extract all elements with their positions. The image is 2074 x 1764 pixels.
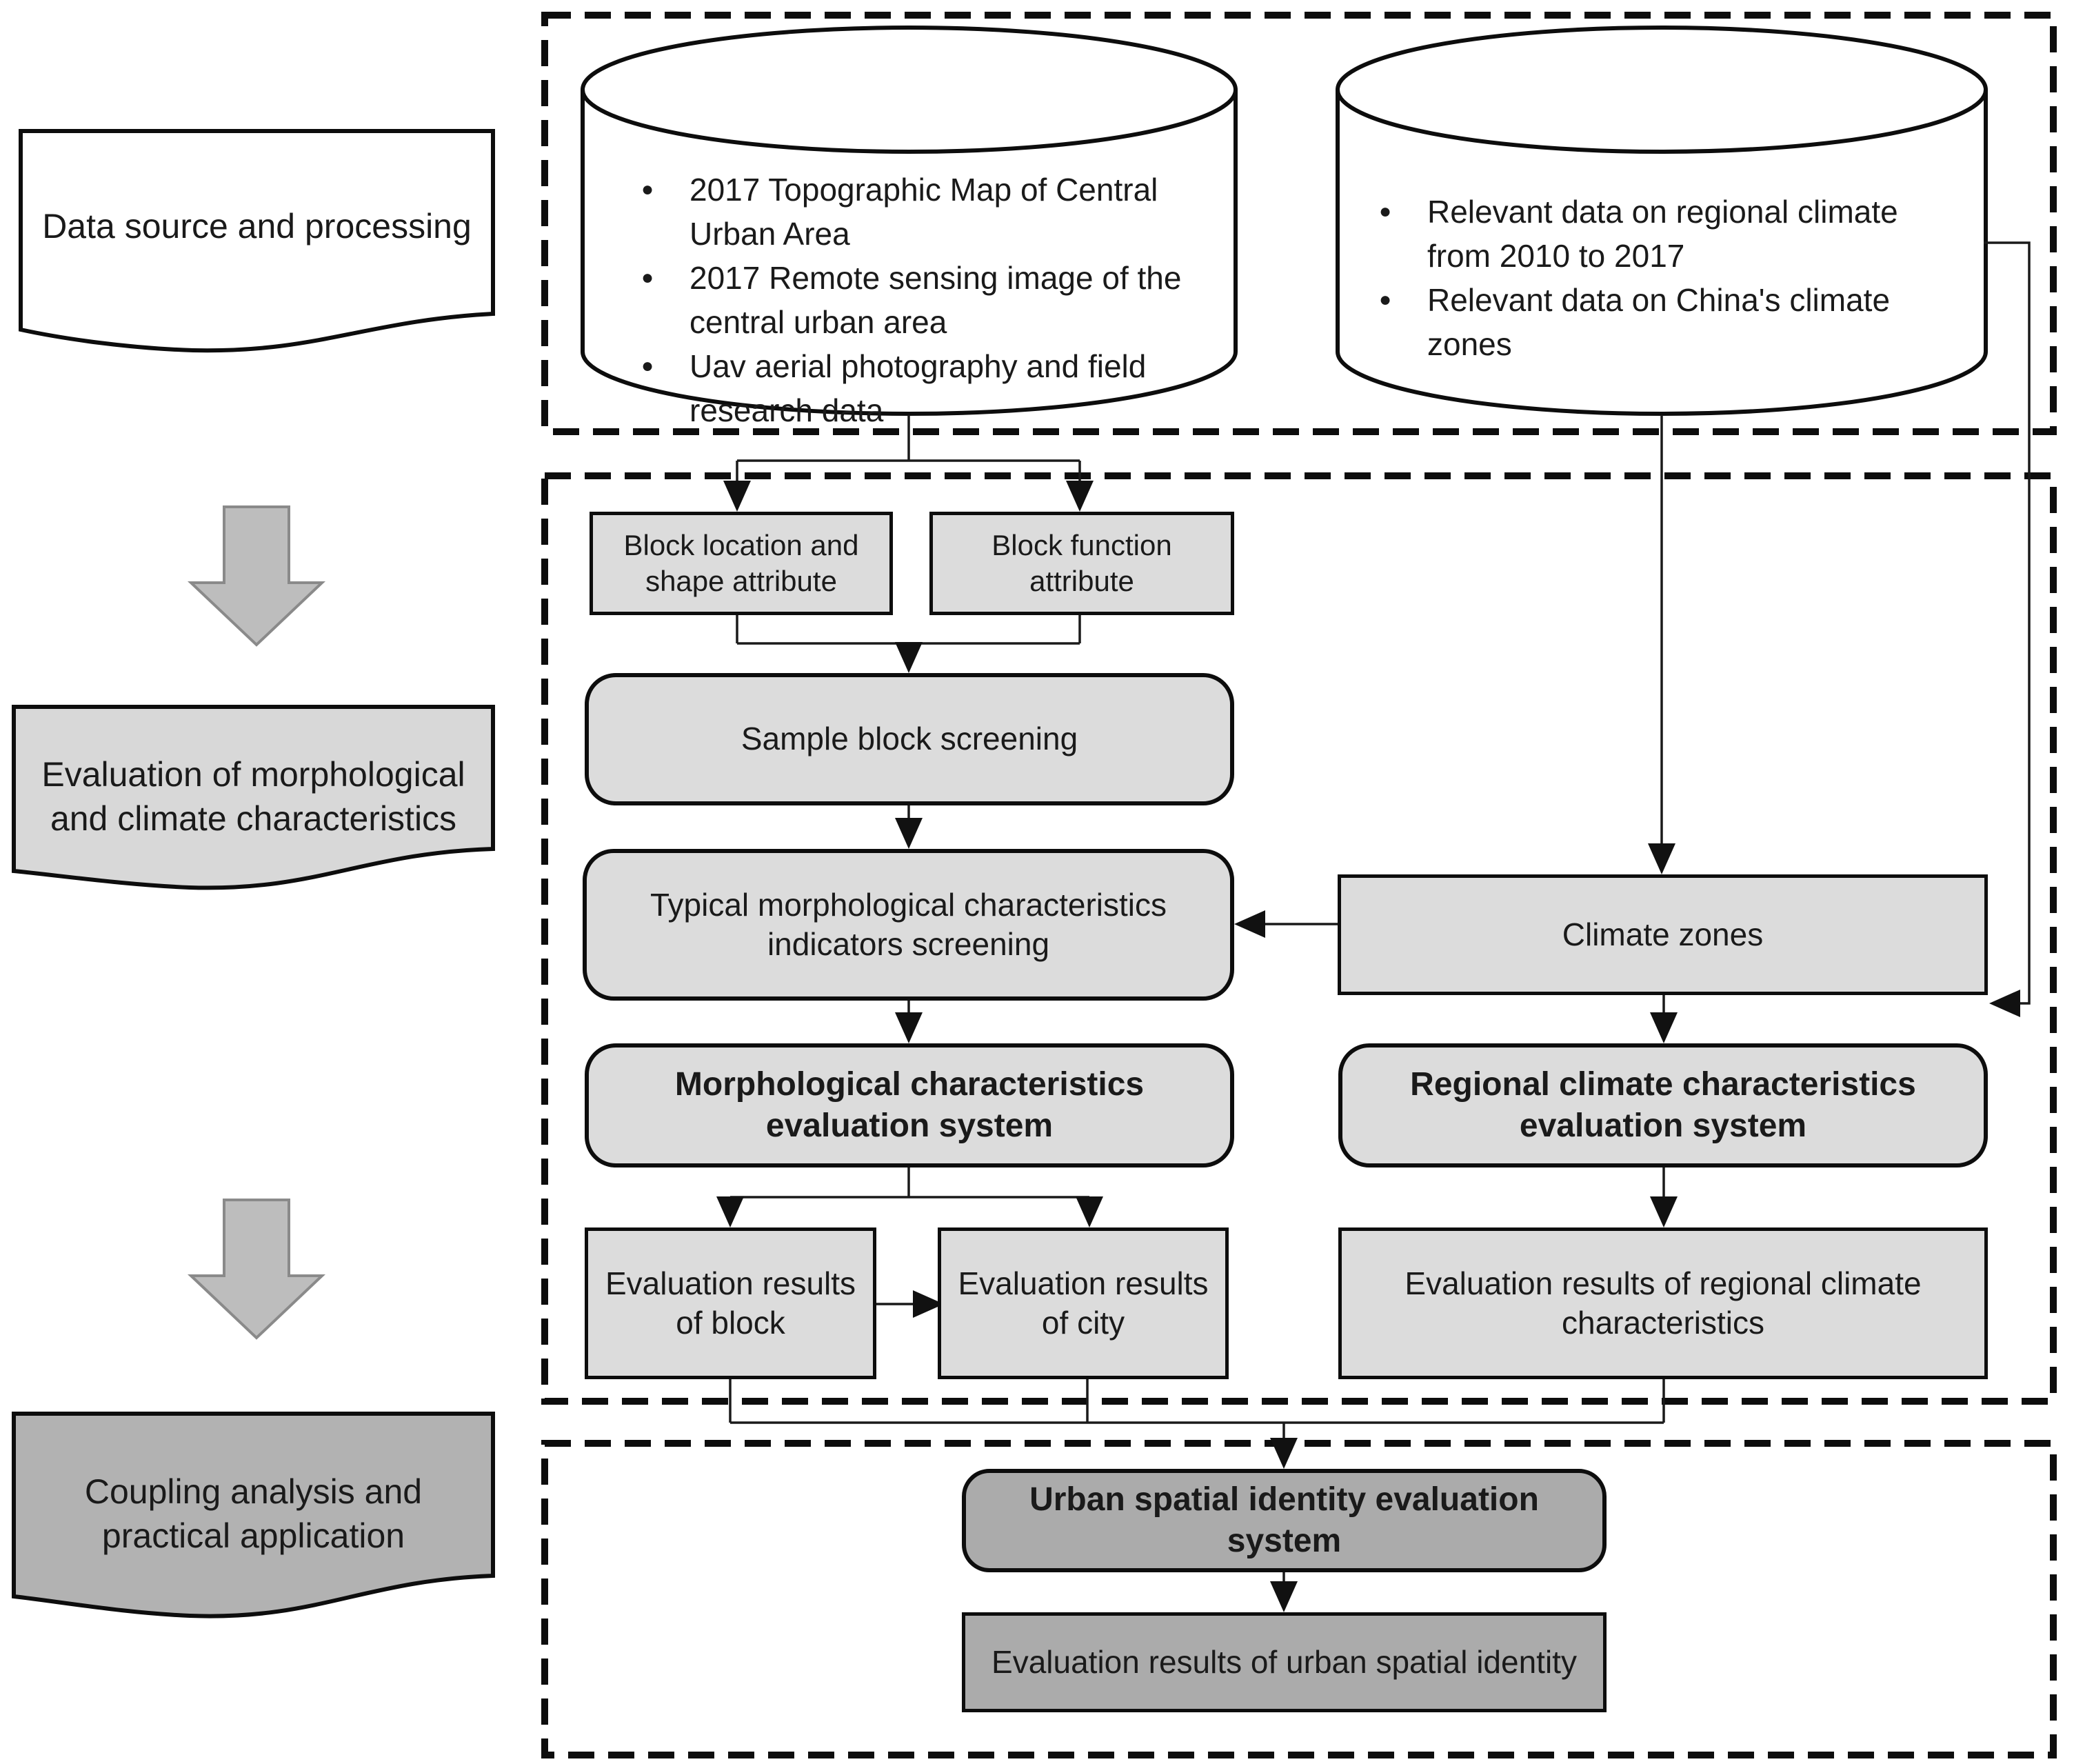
node-urban-system: Urban spatial identity evaluation system <box>962 1469 1607 1572</box>
cylinder-morphology-data <box>581 26 1238 416</box>
document-shape-evaluation <box>12 705 495 890</box>
bullet-icon: ● <box>1379 200 1392 223</box>
node-climate-zones: Climate zones <box>1338 874 1988 995</box>
list-item: ● 2017 Topographic Map of Central Urban … <box>641 168 1200 256</box>
stage-label-coupling: Coupling analysis and practical applicat… <box>84 1472 423 1555</box>
list-item-text: 2017 Remote sensing image of the central… <box>689 260 1182 340</box>
node-regional-system: Regional climate characteristics evaluat… <box>1338 1043 1988 1167</box>
climate-data-list: ● Relevant data on regional climate from… <box>1379 190 1944 366</box>
list-item-text: Relevant data on regional climate from 2… <box>1427 194 1898 274</box>
stage-label-data-source: Data source and processing <box>42 206 472 245</box>
document-shape-coupling <box>12 1412 495 1618</box>
node-morphological-system: Morphological characteristics evaluation… <box>585 1043 1234 1167</box>
connector-arrowheads <box>716 481 2020 1612</box>
data-source-section-border <box>541 12 2057 435</box>
bullet-icon: ● <box>641 354 654 377</box>
evaluation-section-border <box>541 472 2057 1405</box>
stage-label-evaluation: Evaluation of morphological and climate … <box>41 755 465 838</box>
document-shape-data-source <box>19 129 495 353</box>
list-item: ● Relevant data on regional climate from… <box>1379 190 1944 278</box>
bullet-icon: ● <box>1379 288 1392 311</box>
node-sample-screening: Sample block screening <box>585 673 1234 805</box>
node-results-urban: Evaluation results of urban spatial iden… <box>962 1612 1607 1712</box>
list-item-text: Uav aerial photography and field researc… <box>689 348 1147 428</box>
node-results-regional: Evaluation results of regional climate c… <box>1338 1227 1988 1379</box>
bullet-icon: ● <box>641 266 654 289</box>
coupling-section-border <box>541 1440 2057 1758</box>
morphology-data-list: ● 2017 Topographic Map of Central Urban … <box>641 168 1200 432</box>
node-results-city: Evaluation results of city <box>938 1227 1229 1379</box>
cylinder-climate-data <box>1336 26 1988 416</box>
bullet-icon: ● <box>641 178 654 201</box>
node-typical-indicators: Typical morphological characteristics in… <box>583 849 1234 1001</box>
stage-down-arrow-2 <box>187 1199 326 1340</box>
node-results-block: Evaluation results of block <box>585 1227 876 1379</box>
list-item: ● 2017 Remote sensing image of the centr… <box>641 256 1200 344</box>
node-block-function: Block function attribute <box>929 512 1234 615</box>
stage-down-arrow-1 <box>187 505 326 647</box>
node-block-location: Block location and shape attribute <box>590 512 893 615</box>
list-item-text: Relevant data on China's climate zones <box>1427 282 1891 362</box>
list-item: ● Uav aerial photography and field resea… <box>641 344 1200 432</box>
list-item-text: 2017 Topographic Map of Central Urban Ar… <box>689 172 1158 252</box>
list-item: ● Relevant data on China's climate zones <box>1379 278 1944 366</box>
